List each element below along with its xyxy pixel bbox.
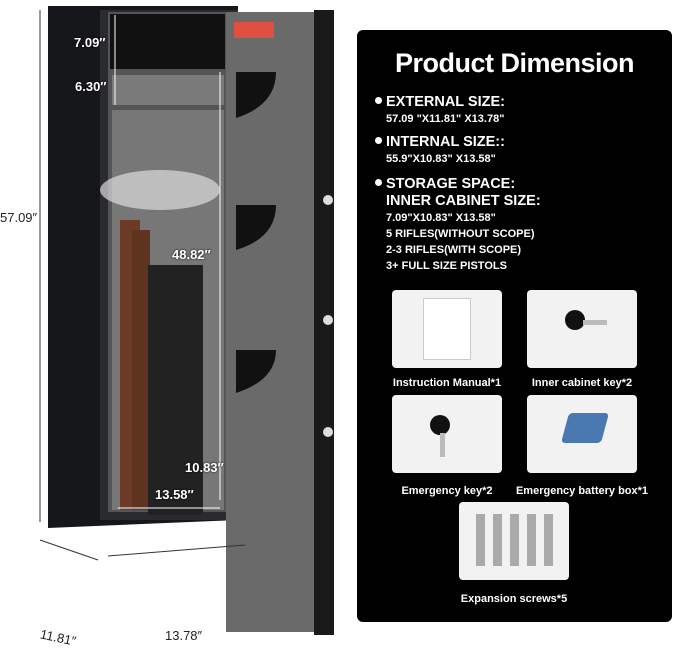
- shelf-height-label: 6.30″: [75, 79, 107, 94]
- inner-depth-label: 10.83″: [185, 460, 224, 475]
- key-icon: [527, 290, 637, 368]
- panel-title: Product Dimension: [394, 48, 635, 78]
- bullet-icon: [375, 179, 382, 186]
- accessory-label: Emergency battery box*1: [515, 485, 649, 497]
- rifle-height-label: 48.82″: [172, 247, 211, 262]
- total-height-label: 57.09″: [0, 210, 38, 225]
- bullet-icon: [375, 97, 382, 104]
- manual-icon: [392, 290, 502, 368]
- spec-heading: INNER CABINET SIZE:: [386, 193, 541, 209]
- screw-icon: [459, 502, 569, 580]
- spec-value: 3+ FULL SIZE PISTOLS: [386, 260, 507, 272]
- spec-value: 5 RIFLES(WITHOUT SCOPE): [386, 228, 535, 240]
- inner-cabinet-height-label: 7.09″: [74, 35, 106, 50]
- battery-box-icon: [527, 395, 637, 473]
- accessory-label: Emergency key*2: [401, 485, 493, 497]
- gun-safe-illustration: [39, 6, 334, 635]
- accessory-label: Expansion screws*5: [460, 593, 568, 605]
- product-dimension-panel: Product Dimension EXTERNAL SIZE: 57.09 "…: [357, 30, 672, 622]
- spec-storage: STORAGE SPACE: INNER CABINET SIZE: 7.09"…: [375, 176, 541, 274]
- spec-value: 55.9"X10.83" X13.58": [386, 153, 496, 165]
- spec-value: 7.09"X10.83" X13.58": [386, 212, 496, 224]
- spec-heading: EXTERNAL SIZE:: [386, 94, 505, 110]
- accessory-label: Inner cabinet key*2: [531, 377, 633, 389]
- spec-value: 57.09 "X11.81" X13.78": [386, 113, 505, 125]
- spec-heading: INTERNAL SIZE::: [386, 134, 505, 150]
- spec-internal: INTERNAL SIZE:: 55.9"X10.83" X13.58": [375, 134, 505, 167]
- bullet-icon: [375, 137, 382, 144]
- accessory-label: Instruction Manual*1: [392, 377, 502, 389]
- spec-heading: STORAGE SPACE:: [386, 176, 516, 192]
- gun-safe-image: 7.09″ 6.30″ 57.09″ 48.82″ 10.83″ 13.58″ …: [0, 6, 334, 649]
- key-icon: [392, 395, 502, 473]
- inner-cabinet: [110, 14, 225, 69]
- inner-width-label: 13.58″: [155, 487, 194, 502]
- spec-value: 2-3 RIFLES(WITH SCOPE): [386, 244, 522, 256]
- external-width-label: 13.78″: [165, 628, 203, 643]
- rifle-rack: [148, 265, 203, 515]
- spec-external: EXTERNAL SIZE: 57.09 "X11.81" X13.78": [375, 94, 505, 127]
